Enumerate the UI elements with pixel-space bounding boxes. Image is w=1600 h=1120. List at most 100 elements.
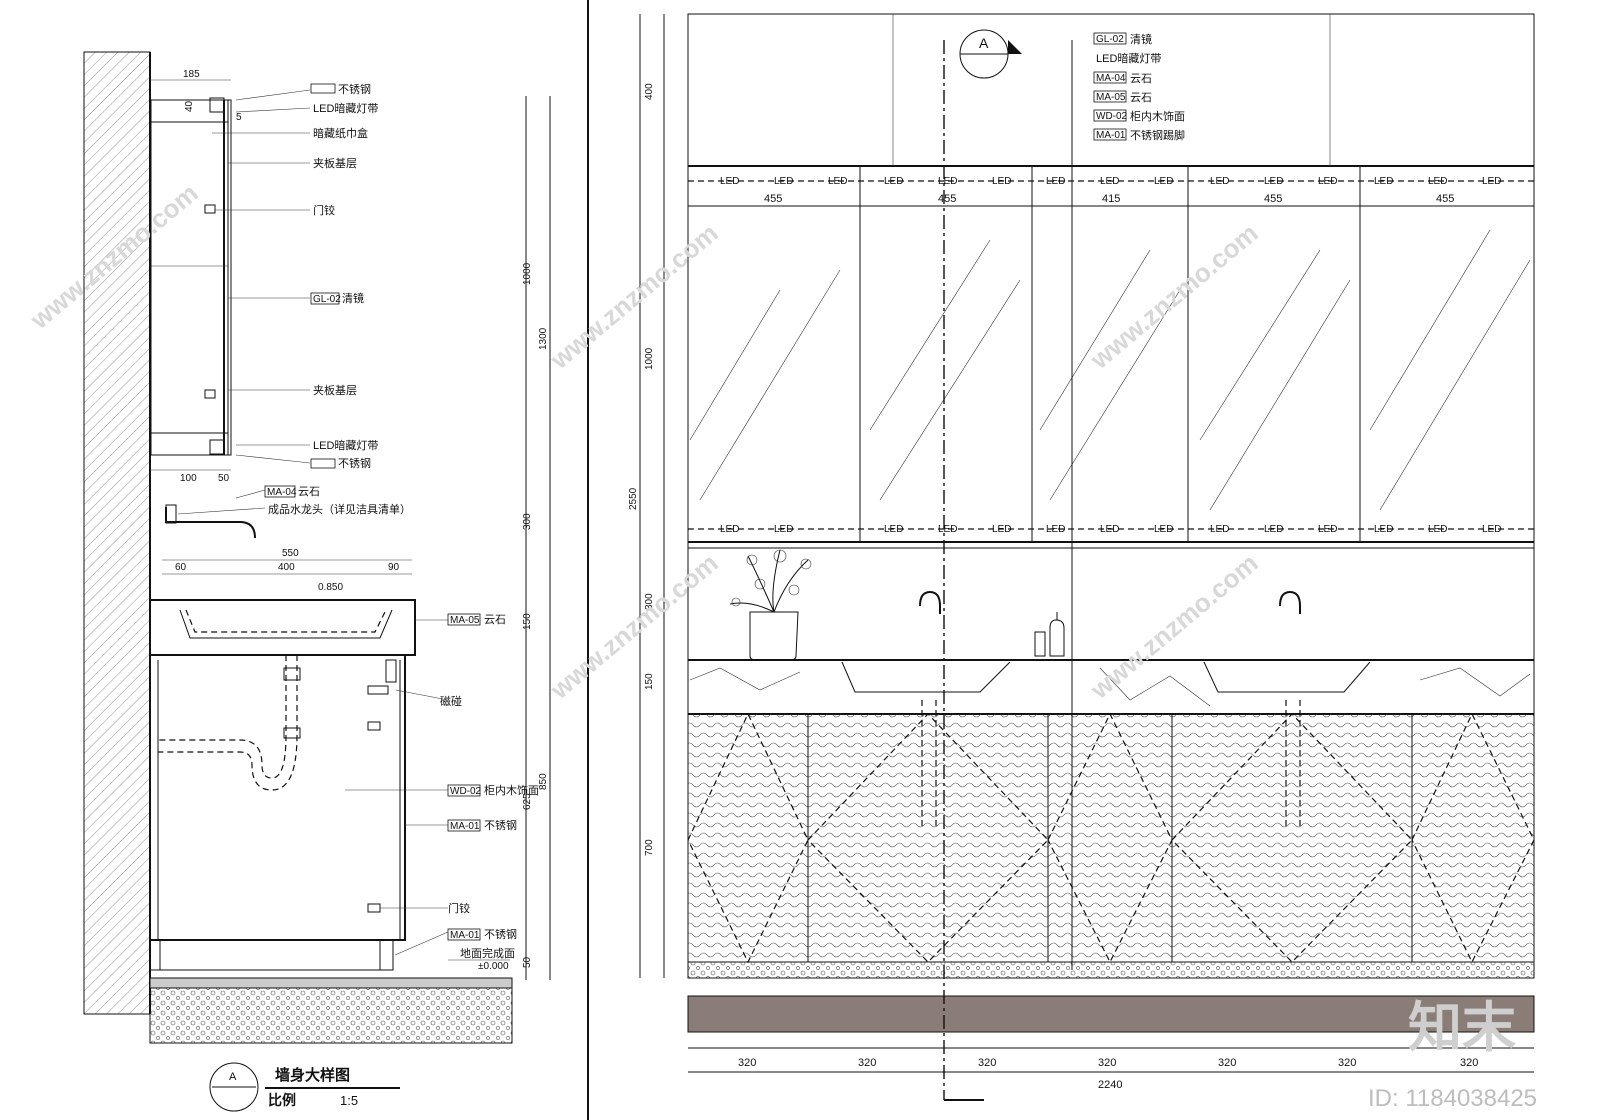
wall-hatch <box>83 51 151 1015</box>
svg-text:MA-05: MA-05 <box>1096 92 1126 103</box>
marble-veins <box>689 667 1531 707</box>
svg-text:夹板基层: 夹板基层 <box>313 156 357 170</box>
svg-text:云石: 云石 <box>1130 73 1152 85</box>
countertop <box>149 599 416 656</box>
svg-text:比例: 比例 <box>268 1092 296 1108</box>
basin-right <box>1203 661 1371 693</box>
svg-text:知末: 知末 <box>1408 998 1516 1058</box>
svg-text:LED: LED <box>1100 524 1119 535</box>
svg-text:LED: LED <box>1482 524 1501 535</box>
mirror-cabinet <box>150 99 232 456</box>
svg-text:LED: LED <box>938 524 957 535</box>
basin-left <box>841 661 1011 693</box>
svg-text:LED: LED <box>1318 176 1337 187</box>
section-leaders <box>177 89 510 961</box>
svg-text:5: 5 <box>236 112 242 123</box>
svg-text:LED: LED <box>1100 176 1119 187</box>
section-tag-list: 不锈钢 LED暗藏灯带 暗藏纸巾盒 夹板基层 门铰 GL-02 清镜 夹板基层 … <box>264 83 539 972</box>
kickplate <box>687 995 1535 1033</box>
svg-text:云石: 云石 <box>484 614 506 626</box>
svg-text:LED: LED <box>1046 176 1065 187</box>
section-title: 墙身大样图 <box>275 1066 350 1084</box>
svg-text:90: 90 <box>388 562 400 573</box>
svg-text:LED: LED <box>938 176 957 187</box>
led-strips: LED LED LED LED LED LED LED LED LED LED … <box>688 176 1534 535</box>
svg-text:60: 60 <box>175 562 187 573</box>
svg-text:LED暗藏灯带: LED暗藏灯带 <box>313 438 378 452</box>
svg-text:400: 400 <box>278 562 295 573</box>
svg-text:LED暗藏灯带: LED暗藏灯带 <box>1096 51 1161 65</box>
faucet <box>165 507 256 539</box>
svg-text:WD-02: WD-02 <box>450 786 482 797</box>
svg-text:300: 300 <box>644 593 655 610</box>
svg-text:LED暗藏灯带: LED暗藏灯带 <box>313 101 378 115</box>
svg-text:2550: 2550 <box>628 487 639 510</box>
svg-text:LED: LED <box>720 524 739 535</box>
svg-text:185: 185 <box>183 69 200 80</box>
svg-text:不锈钢: 不锈钢 <box>338 457 371 470</box>
svg-text:LED: LED <box>1374 176 1393 187</box>
svg-text:www.znzmo.com: www.znzmo.com <box>544 548 724 706</box>
elevation-legend: GL-02 清镜 LED暗藏灯带 MA-04 云石 MA-05 云石 WD-02… <box>1093 32 1185 142</box>
svg-text:地面完成面: 地面完成面 <box>460 946 515 960</box>
svg-text:MA-05: MA-05 <box>450 615 480 626</box>
faucet-left <box>919 590 941 614</box>
svg-text:455: 455 <box>938 193 956 205</box>
svg-text:LED: LED <box>1210 176 1229 187</box>
section-marker-a: A <box>959 29 1022 79</box>
svg-text:MA-01: MA-01 <box>450 930 480 941</box>
svg-text:WD-02: WD-02 <box>1096 111 1128 122</box>
svg-text:1000: 1000 <box>644 347 655 370</box>
svg-text:455: 455 <box>1436 193 1454 205</box>
svg-text:400: 400 <box>644 83 655 100</box>
svg-text:1000: 1000 <box>522 262 533 285</box>
svg-text:A: A <box>229 1071 237 1083</box>
svg-text:LED: LED <box>1264 524 1283 535</box>
svg-text:LED: LED <box>1318 524 1337 535</box>
svg-text:50: 50 <box>218 473 230 484</box>
svg-text:2240: 2240 <box>1098 1079 1122 1091</box>
svg-text:www.znzmo.com: www.znzmo.com <box>1084 218 1264 376</box>
hinge-icon <box>367 721 381 731</box>
svg-text:门铰: 门铰 <box>313 203 335 217</box>
section-detail: 185 40 5 100 50 550 60 400 90 0.850 1000… <box>83 51 551 1112</box>
svg-text:LED: LED <box>1154 176 1173 187</box>
svg-text:700: 700 <box>644 839 655 856</box>
vanity-cabinet <box>149 654 406 941</box>
svg-text:LED: LED <box>774 176 793 187</box>
svg-text:云石: 云石 <box>298 486 320 498</box>
svg-text:LED: LED <box>1046 524 1065 535</box>
svg-text:LED: LED <box>1428 524 1447 535</box>
svg-text:A: A <box>979 35 989 51</box>
svg-text:LED: LED <box>1374 524 1393 535</box>
svg-text:320: 320 <box>858 1057 876 1069</box>
elevation: LED LED LED LED LED LED LED LED LED LED … <box>628 13 1535 1101</box>
svg-text:LED: LED <box>774 524 793 535</box>
soap-bottles <box>1034 612 1065 657</box>
svg-text:LED: LED <box>1154 524 1173 535</box>
svg-text:GL-02: GL-02 <box>1096 34 1124 45</box>
svg-text:LED: LED <box>1264 176 1283 187</box>
magnet-catch <box>385 659 397 683</box>
svg-text:150: 150 <box>522 613 533 630</box>
svg-text:夹板基层: 夹板基层 <box>313 383 357 397</box>
drain-pipe <box>158 655 298 791</box>
door-swing-marks <box>687 712 1535 964</box>
svg-text:不锈钢踢脚: 不锈钢踢脚 <box>1130 128 1185 142</box>
svg-text:门铰: 门铰 <box>448 901 470 915</box>
svg-text:300: 300 <box>522 513 533 530</box>
svg-text:550: 550 <box>282 548 299 559</box>
hinge-icon <box>367 903 381 913</box>
svg-text:LED: LED <box>992 524 1011 535</box>
svg-text:0.850: 0.850 <box>318 582 343 593</box>
hinge-icon <box>204 389 216 399</box>
hinge-icon <box>204 204 216 214</box>
svg-text:柜内木饰面: 柜内木饰面 <box>484 783 539 797</box>
svg-text:柜内木饰面: 柜内木饰面 <box>1130 109 1185 123</box>
svg-text:ID: 1184038425: ID: 1184038425 <box>1368 1085 1537 1112</box>
svg-text:GL-02: GL-02 <box>313 294 341 305</box>
cabinet-fronts <box>687 713 1535 963</box>
svg-text:不锈钢: 不锈钢 <box>484 819 517 832</box>
svg-text:暗藏纸巾盒: 暗藏纸巾盒 <box>313 126 368 140</box>
